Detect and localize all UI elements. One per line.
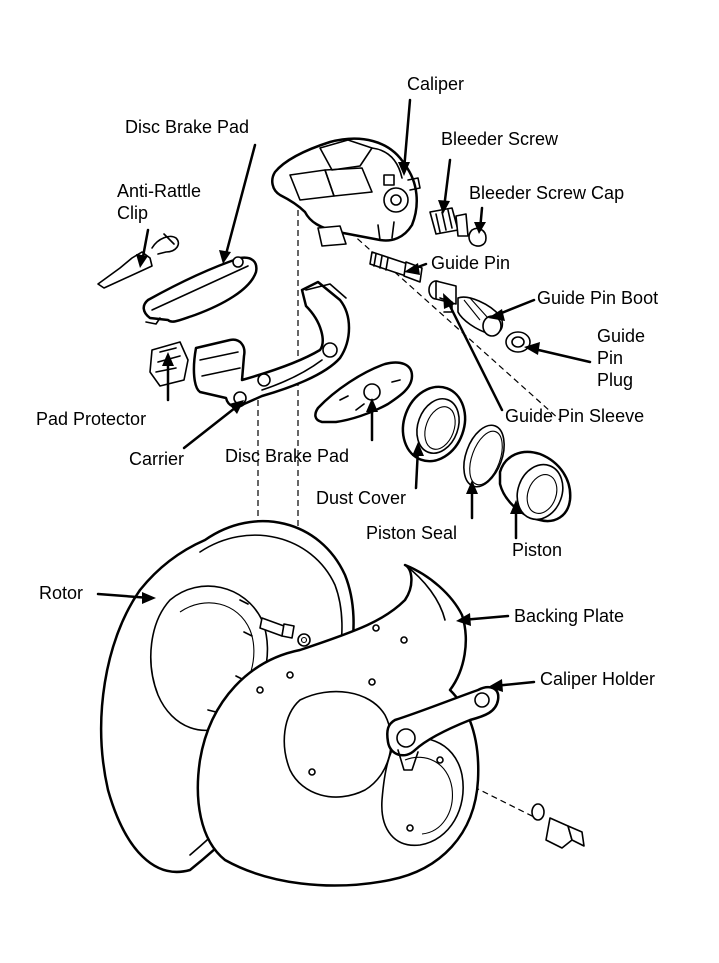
label-caliper: Caliper (407, 74, 465, 94)
label-anti-rattle-clip-line1: Anti-Rattle (117, 181, 202, 201)
guide-pin-boot (457, 296, 504, 337)
label-guide-pin-sleeve: Guide Pin Sleeve (505, 406, 645, 426)
caliper-body (271, 137, 421, 247)
mount-bolts (259, 617, 585, 849)
label-bleeder-screw: Bleeder Screw (441, 129, 559, 149)
anti-rattle-clip (97, 233, 180, 289)
label-disc-brake-pad-top: Disc Brake Pad (125, 117, 250, 137)
leader-arrows (96, 98, 592, 692)
bleeder-screw (429, 207, 487, 247)
label-rotor: Rotor (39, 583, 84, 603)
disc-brake-pad-top (142, 256, 258, 325)
piston (498, 450, 572, 523)
label-carrier: Carrier (129, 449, 185, 469)
label-anti-rattle-clip-line2: Clip (117, 203, 149, 223)
label-guide-pin-plug-line3: Plug (597, 370, 634, 390)
label-disc-brake-pad-bottom: Disc Brake Pad (225, 446, 350, 466)
label-dust-cover: Dust Cover (316, 488, 407, 508)
dust-cover (401, 385, 467, 463)
label-guide-pin: Guide Pin (431, 253, 511, 273)
carrier (192, 280, 351, 409)
label-caliper-holder: Caliper Holder (540, 669, 656, 689)
guide-pin-sleeve (428, 280, 457, 313)
label-guide-pin-plug-line1: Guide (597, 326, 646, 346)
label-guide-pin-plug-line2: Pin (597, 348, 624, 368)
label-backing-plate: Backing Plate (514, 606, 625, 626)
disc-brake-pad-bottom (314, 361, 414, 424)
label-piston: Piston (512, 540, 563, 560)
label-pad-protector: Pad Protector (36, 409, 147, 429)
guide-pin-plug (505, 331, 531, 353)
label-guide-pin-boot: Guide Pin Boot (537, 288, 659, 308)
caliper-holder (386, 686, 500, 771)
label-bleeder-screw-cap: Bleeder Screw Cap (469, 183, 625, 203)
label-piston-seal: Piston Seal (366, 523, 458, 543)
